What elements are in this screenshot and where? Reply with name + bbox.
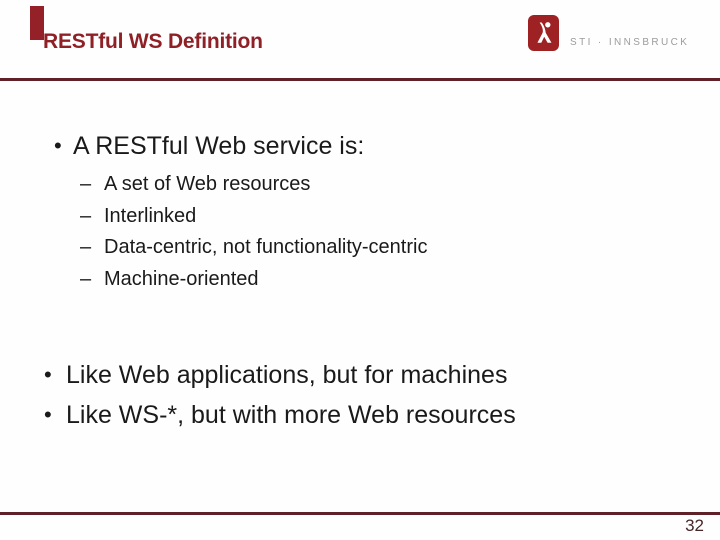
bullet-text: Machine-oriented (104, 267, 259, 290)
bullet-text: Like WS-*, but with more Web resources (66, 401, 516, 429)
bullet-item: • Like WS-*, but with more Web resources (0, 395, 720, 435)
logo-text: STI · INNSBRUCK (570, 37, 690, 48)
bullet-marker: – (80, 236, 92, 258)
bullet-text: A set of Web resources (104, 173, 311, 195)
page-number: 32 (685, 516, 704, 535)
bullet-item: • Like Web applications, but for machines (0, 355, 720, 395)
bullet-text: Data-centric, not functionality-centric (104, 236, 428, 258)
bullet-marker: • (44, 402, 52, 427)
bullet-marker: – (80, 173, 92, 195)
bullet-marker: • (54, 133, 62, 158)
slide-title: RESTful WS Definition (43, 30, 263, 53)
bullet-text: Like Web applications, but for machines (66, 361, 508, 389)
bullet-marker: – (80, 204, 92, 227)
bullet-item: –Interlinked (0, 201, 720, 233)
bullet-text: Interlinked (104, 204, 197, 227)
sti-runner-icon (528, 15, 559, 51)
header-divider-line (0, 78, 720, 81)
top-left-accent-bar (30, 6, 44, 40)
bullet-item: –Machine-oriented (0, 264, 720, 296)
bullet-list: •A RESTful Web service is:–A set of Web … (0, 131, 720, 435)
bullet-marker: • (44, 362, 52, 387)
bullet-item: • A RESTful Web service is: (0, 131, 720, 161)
bullet-marker: – (80, 267, 92, 290)
bullet-item: –A set of Web resources (0, 169, 720, 201)
bullet-item: –Data-centric, not functionality-centric (0, 232, 720, 264)
bullet-text: A RESTful Web service is: (73, 132, 365, 160)
footer-divider-line (0, 512, 720, 515)
